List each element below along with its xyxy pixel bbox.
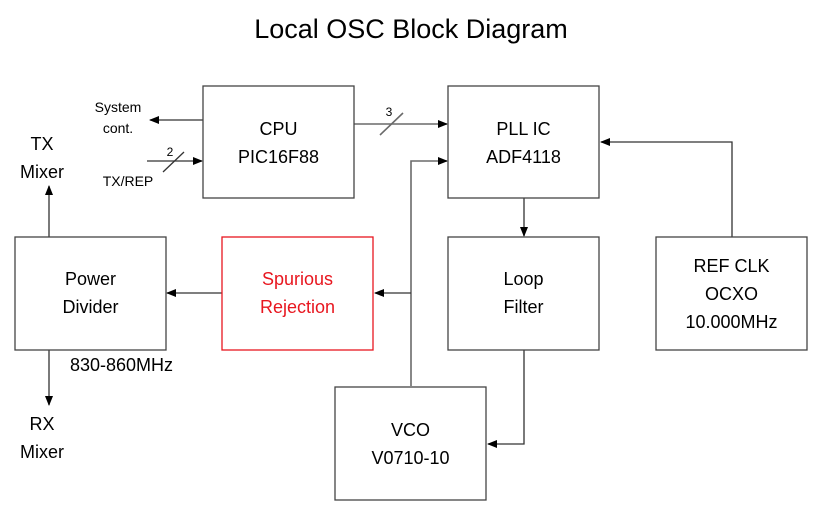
ref-clk-label-3: 10.000MHz <box>685 312 777 332</box>
frequency-range-label: 830-860MHz <box>70 355 173 375</box>
rx-mixer-label-2: Mixer <box>20 442 64 462</box>
tx-mixer-label-2: Mixer <box>20 162 64 182</box>
system-cont-label-1: System <box>95 99 142 115</box>
spurious-label-1: Spurious <box>262 269 333 289</box>
ref-clk-block: REF CLK OCXO 10.000MHz <box>655 236 808 351</box>
spurious-label-2: Rejection <box>260 297 335 317</box>
bus-width-cpu-pll: 3 <box>386 105 393 119</box>
vco-block: VCO V0710-10 <box>334 386 487 501</box>
cpu-block: CPU PIC16F88 <box>202 85 355 199</box>
power-divider-block: Power Divider <box>14 236 167 351</box>
ref-clk-label-1: REF CLK <box>693 256 769 276</box>
bus-width-txrep: 2 <box>167 145 174 159</box>
wire-refclk-to-pll <box>600 138 733 237</box>
bus-slash-cpu-pll <box>379 112 404 136</box>
vco-label: VCO <box>391 420 430 440</box>
loop-filter-label-1: Loop <box>503 269 543 289</box>
cpu-part-label: PIC16F88 <box>238 147 319 167</box>
power-divider-label-2: Divider <box>62 297 118 317</box>
power-divider-label-1: Power <box>65 269 116 289</box>
rx-mixer-label-1: RX <box>29 414 54 434</box>
pll-part-label: ADF4118 <box>486 147 561 167</box>
ref-clk-label-2: OCXO <box>705 284 758 304</box>
wire-vco-feedback-to-pll <box>410 157 448 386</box>
pll-label: PLL IC <box>496 119 550 139</box>
spurious-rejection-block: Spurious Rejection <box>221 236 374 351</box>
tx-mixer-label-1: TX <box>30 134 53 154</box>
bus-slash-txrep <box>162 151 185 173</box>
cpu-label: CPU <box>259 119 297 139</box>
diagram-title: Local OSC Block Diagram <box>254 14 568 44</box>
loop-filter-label-2: Filter <box>504 297 544 317</box>
pll-block: PLL IC ADF4118 <box>447 85 600 199</box>
tx-rep-label: TX/REP <box>103 173 154 189</box>
vco-part-label: V0710-10 <box>371 448 449 468</box>
loop-filter-block: Loop Filter <box>447 236 600 351</box>
system-cont-label-2: cont. <box>103 120 133 136</box>
wire-loopfilter-to-vco <box>487 350 525 448</box>
